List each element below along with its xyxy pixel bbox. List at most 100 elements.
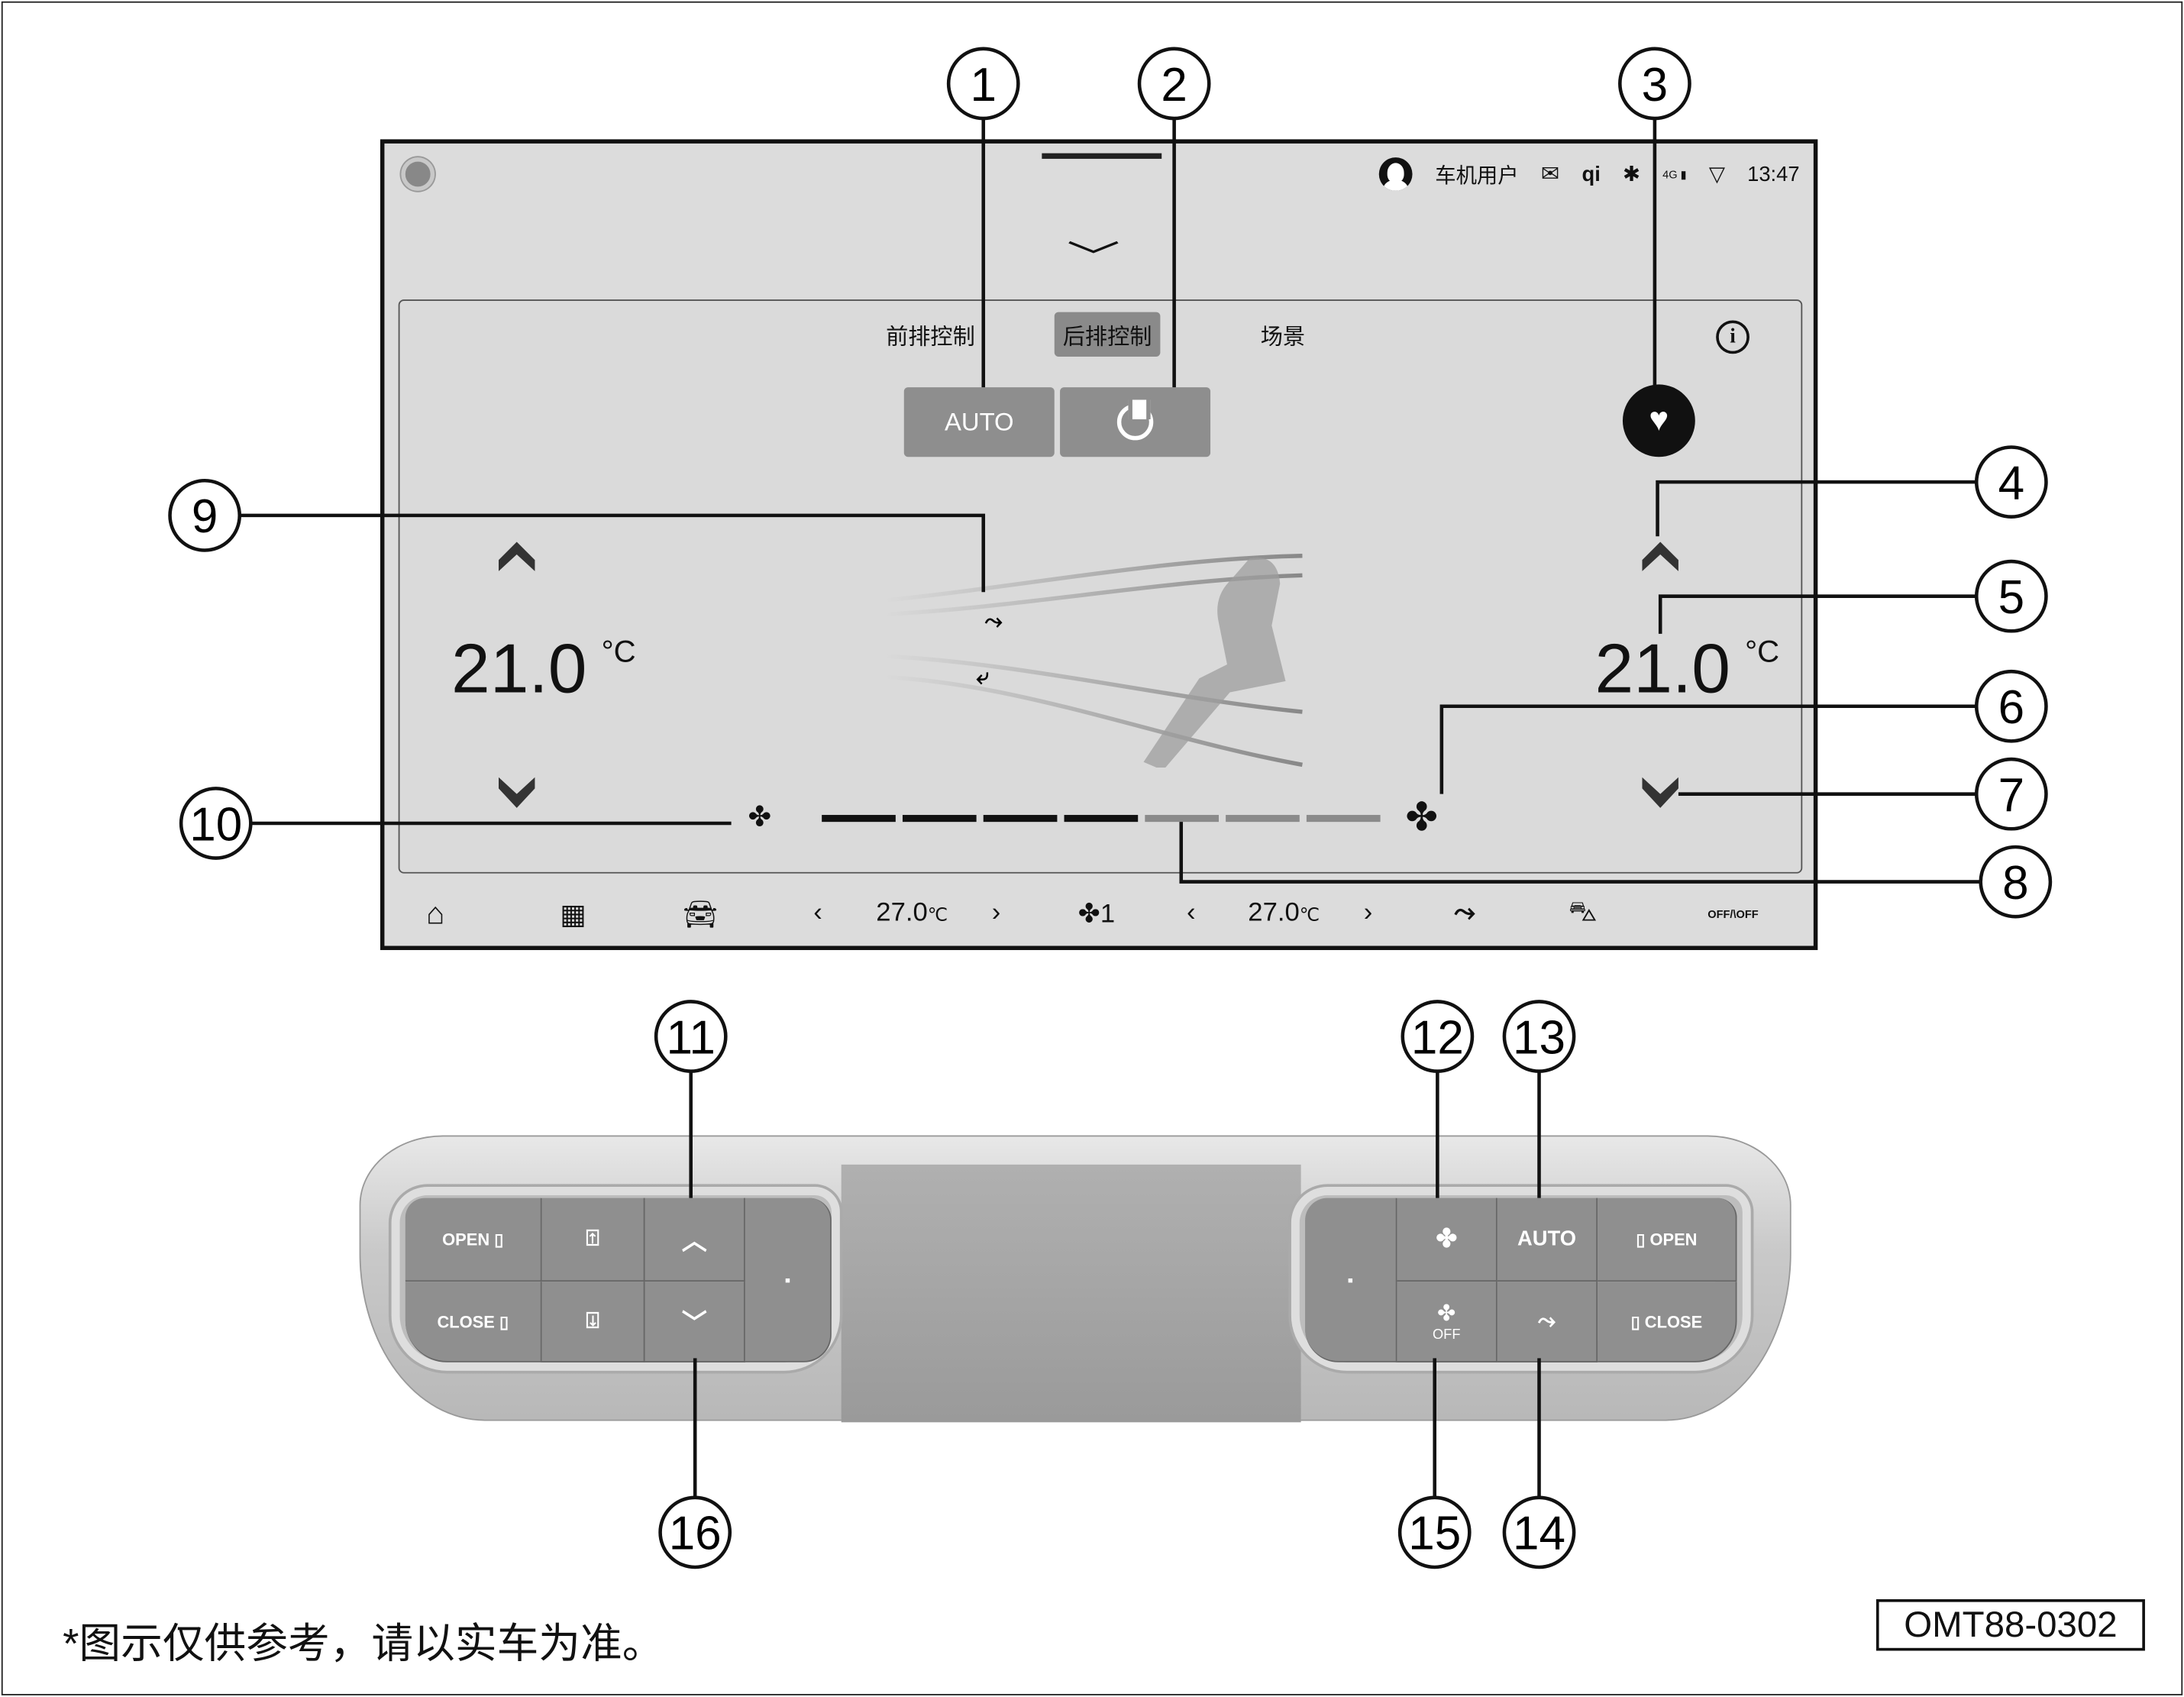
right-temp-unit: °C (1745, 633, 1780, 669)
left-temp-next-icon[interactable]: › (991, 898, 1001, 928)
fan-speed-segment[interactable] (822, 815, 896, 823)
right-temp-prev-icon[interactable]: ‹ (1187, 898, 1196, 928)
callout-circle (1974, 757, 2048, 831)
fan-increase-icon[interactable]: ✤ (1405, 795, 1439, 839)
callout-circle (1974, 669, 2048, 743)
fan-speed-segment[interactable] (1064, 815, 1139, 823)
callout-circle (1618, 47, 1691, 121)
bluetooth-icon: ✱ (1623, 163, 1640, 187)
upper-vent-icon: ⤳ (985, 609, 1003, 634)
callout-16: 16 (658, 1495, 732, 1569)
right-temp-value: 21.0 (1594, 629, 1731, 708)
callout-number: 15 (1408, 1508, 1461, 1560)
callout-number: 3 (1642, 59, 1668, 112)
info-icon[interactable]: i (1716, 320, 1749, 354)
callout-1: 1 (946, 47, 1020, 121)
callout-circle (1401, 1000, 1475, 1073)
seat-airflow-illustration: ⤳ ⤶ (884, 554, 1303, 768)
bottom-right-temp: 27.0℃ (1248, 898, 1320, 929)
fan-speed-segment[interactable] (1306, 815, 1381, 823)
callout-number: 2 (1161, 59, 1187, 112)
right-window-open-button[interactable]: ▯ OPEN (1598, 1198, 1737, 1282)
left-temp-up-icon[interactable] (496, 535, 538, 574)
network-label: 4G (1662, 167, 1678, 181)
user-avatar-icon[interactable] (1379, 157, 1413, 191)
car-icon[interactable]: 🚘︎ (682, 899, 719, 930)
callout-number: 12 (1411, 1011, 1464, 1064)
right-temp-next-icon[interactable]: › (1363, 898, 1373, 928)
wifi-icon: ▽ (1708, 163, 1725, 187)
left-window-close-button[interactable]: CLOSE ▯ (405, 1282, 542, 1362)
apps-grid-icon[interactable]: ▦ (560, 899, 586, 930)
callout-number: 5 (1998, 571, 2024, 624)
fan-off-button[interactable]: ✤OFF (1397, 1282, 1497, 1362)
temp-up-button[interactable]: ︿ (645, 1198, 745, 1282)
lower-vent-icon: ⤶ (977, 665, 989, 690)
camera-dot (401, 157, 435, 191)
tab-scene[interactable]: 场景 (1260, 325, 1306, 350)
right-temp-down-icon[interactable] (1640, 774, 1682, 813)
auto-button[interactable]: AUTO (903, 387, 1055, 457)
off-left: OFF (1707, 907, 1730, 920)
pull-handle[interactable] (1042, 153, 1162, 159)
callout-circle (1974, 559, 2048, 633)
air-recirculation-icon[interactable]: ⛍ (1568, 896, 1598, 927)
callout-12: 12 (1401, 1000, 1475, 1073)
disclaimer-note: *图示仅供参考，请以实车为准。 (63, 1621, 664, 1668)
seat-heat-off-icon[interactable]: OFF/\OFF (1707, 907, 1759, 920)
mail-icon[interactable]: ✉ (1540, 163, 1560, 187)
right-close-label: CLOSE (1644, 1311, 1703, 1331)
callout-11: 11 (654, 1000, 728, 1073)
air-mode-button[interactable]: ⤳ (1497, 1282, 1598, 1362)
power-button[interactable] (1060, 387, 1211, 457)
callout-number: 8 (2002, 857, 2028, 910)
callout-13: 13 (1502, 1000, 1576, 1073)
seat-vent-icon[interactable]: ⤳ (1454, 898, 1475, 928)
callout-5: 5 (1974, 559, 2048, 633)
left-temp-prev-icon[interactable]: ‹ (813, 898, 822, 928)
left-temperature: 21.0 °C (451, 629, 636, 710)
right-temp-up-icon[interactable] (1640, 535, 1682, 574)
left-blank-button: ▪ (745, 1198, 832, 1362)
callout-number: 13 (1513, 1011, 1565, 1064)
fan-off-label: OFF (1432, 1327, 1461, 1343)
tab-front-control[interactable]: 前排控制 (886, 325, 975, 350)
rear-auto-button[interactable]: AUTO (1497, 1198, 1598, 1282)
callout-7: 7 (1974, 757, 2048, 831)
fan-speed-segment[interactable] (1226, 815, 1300, 823)
callout-circle (1502, 1495, 1576, 1569)
fan-speed-segment[interactable] (983, 815, 1058, 823)
favorite-heart-icon[interactable]: ♥ (1622, 384, 1695, 457)
right-window-close-button[interactable]: ▯ CLOSE (1598, 1282, 1737, 1362)
rear-physical-panel: OPEN ▯ CLOSE ▯ ⍐ ⍗ ︿ ﹀ ▪ ▪ ✤ ✤OFF AUTO ⤳… (359, 1135, 1791, 1423)
signal-icon: 4G ▮ (1662, 167, 1687, 181)
panel-center (841, 1164, 1301, 1423)
callout-8: 8 (1979, 845, 2053, 919)
right-button-cluster: ▪ ✤ ✤OFF AUTO ⤳ ▯ OPEN ▯ CLOSE (1291, 1187, 1751, 1371)
callout-circle (168, 479, 242, 552)
home-icon[interactable]: ⌂ (426, 895, 445, 931)
bottom-left-temp-value: 27.0 (876, 898, 928, 928)
fan-speed-segment[interactable] (1145, 815, 1219, 823)
callout-number: 9 (192, 490, 218, 543)
fan-speed-segment[interactable] (902, 815, 977, 823)
left-temp-value: 21.0 (451, 629, 587, 708)
figure-code: OMT88-0302 (1875, 1598, 2145, 1651)
fan-speed-button[interactable]: ✤ (1397, 1198, 1497, 1282)
callout-circle (1974, 445, 2048, 519)
tab-rear-control[interactable]: 后排控制 (1054, 312, 1161, 357)
collapse-chevron-icon[interactable]: ﹀ (1066, 239, 1120, 277)
fan-decrease-icon[interactable]: ✤ (748, 802, 772, 833)
user-name[interactable]: 车机用户 (1435, 163, 1519, 188)
bottom-fan[interactable]: ✤1 (1078, 898, 1115, 930)
callout-number: 4 (1998, 457, 2024, 509)
sunshade-up-button[interactable]: ⍐ (541, 1198, 645, 1282)
left-temp-down-icon[interactable] (496, 774, 538, 813)
callout-circle (1502, 1000, 1576, 1073)
callout-number: 1 (971, 59, 997, 112)
temp-down-button[interactable]: ﹀ (645, 1282, 745, 1362)
sunshade-down-button[interactable]: ⍗ (541, 1282, 645, 1362)
left-window-open-button[interactable]: OPEN ▯ (405, 1198, 542, 1282)
